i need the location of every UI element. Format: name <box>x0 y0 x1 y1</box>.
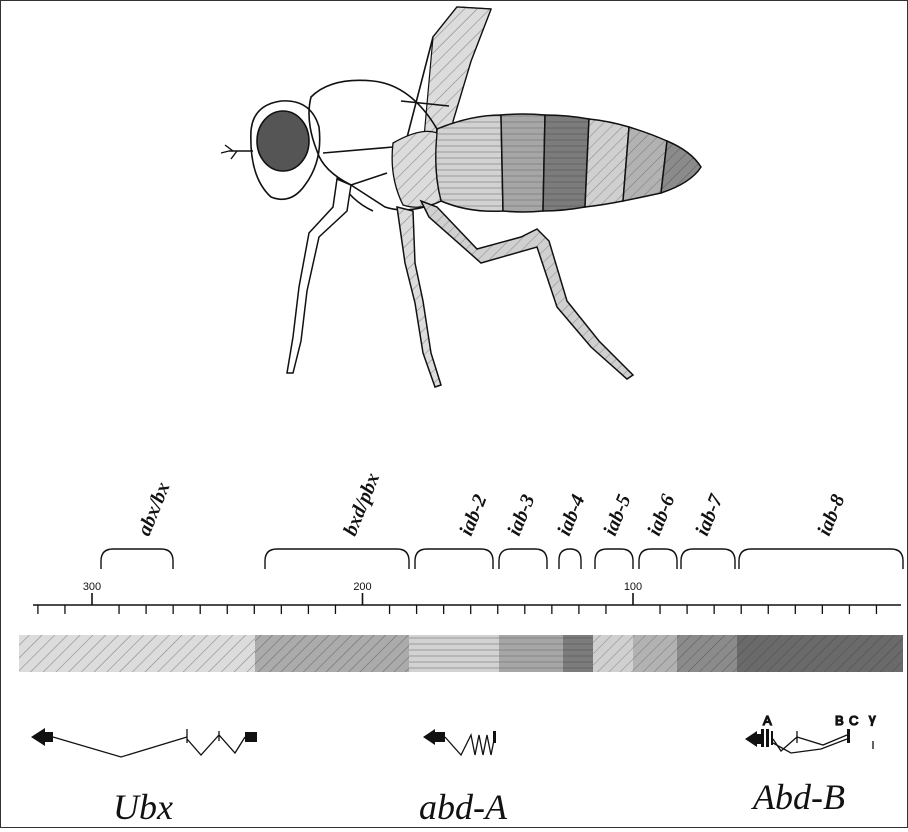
abd-b-arrow-icon <box>745 731 763 747</box>
abdomen-segment-4 <box>585 119 629 207</box>
gene-label-abd-a: abd-A <box>419 787 508 827</box>
domain-bracket-iab-5 <box>595 549 633 569</box>
abdomen-segment-5 <box>623 127 667 201</box>
domain-label-iab-5: iab-5 <box>599 491 635 538</box>
expr-iab-6 <box>633 635 677 672</box>
abdomen-segment-1 <box>435 115 503 211</box>
expression-domain-bar <box>19 635 903 672</box>
domain-bracket-iab-8 <box>739 549 903 569</box>
scale-tick-label-100: 100 <box>624 581 642 593</box>
gene-label-ubx: Ubx <box>113 787 173 827</box>
abd-b-promoter-gamma: γ <box>869 711 876 726</box>
expr-iab-5 <box>593 635 633 672</box>
expr-iab-3 <box>499 635 563 672</box>
abd-a-gene-structure <box>423 729 496 755</box>
genomic-scale-bar: 300 200 100 <box>33 581 901 614</box>
domain-label-iab-2: iab-2 <box>455 491 491 538</box>
fly-eye <box>257 111 309 171</box>
fly-leg-hind <box>421 201 633 379</box>
domain-bracket-iab-4 <box>559 549 581 569</box>
domain-bracket-bxd-pbx <box>265 549 409 569</box>
ubx-promoter-exon <box>245 732 257 742</box>
domain-label-bxd-pbx: bxd/pbx <box>339 470 384 539</box>
scale-tick-label-300: 300 <box>83 581 101 593</box>
abdomen-segment-2 <box>501 114 545 212</box>
fly-antenna <box>221 145 253 159</box>
expr-iab-4 <box>563 635 593 672</box>
domain-bracket-iab-6 <box>639 549 677 569</box>
abdomen-segment-6 <box>661 141 701 193</box>
domain-label-iab-4: iab-4 <box>553 491 589 538</box>
ubx-arrow-icon <box>31 728 53 746</box>
abd-b-gene-structure: A B C γ <box>745 711 876 753</box>
abd-b-promoter-a: A <box>763 713 772 728</box>
gene-label-abd-b: Abd-B <box>751 777 845 817</box>
scale-tick-label-200: 200 <box>353 581 371 593</box>
abd-b-promoter-b: B <box>835 713 844 728</box>
expr-iab-7 <box>677 635 737 672</box>
fly-leg-mid <box>397 207 441 387</box>
expr-bxd-pbx <box>255 635 409 672</box>
domain-bracket-iab-2 <box>415 549 493 569</box>
domain-label-iab-8: iab-8 <box>813 491 849 538</box>
expr-iab-8 <box>737 635 903 672</box>
expr-iab-2 <box>409 635 499 672</box>
expr-abx-bx <box>19 635 255 672</box>
domain-label-iab-7: iab-7 <box>691 491 728 539</box>
abd-a-arrow-icon <box>423 729 445 745</box>
ubx-gene-structure <box>31 728 257 757</box>
fly-leg-front <box>287 179 351 373</box>
domain-bracket-iab-3 <box>499 549 547 569</box>
domain-label-abx-bx: abx/bx <box>133 479 174 539</box>
domain-bracket-iab-7 <box>681 549 735 569</box>
domain-label-iab-3: iab-3 <box>503 491 539 538</box>
fly-illustration <box>221 7 701 387</box>
domain-bracket-abx-bx <box>101 549 173 569</box>
abdomen-segment-3 <box>543 115 589 211</box>
domain-label-iab-6: iab-6 <box>643 491 679 538</box>
thorax-haltere-region <box>392 131 441 207</box>
abd-b-promoter-c: C <box>849 713 858 728</box>
